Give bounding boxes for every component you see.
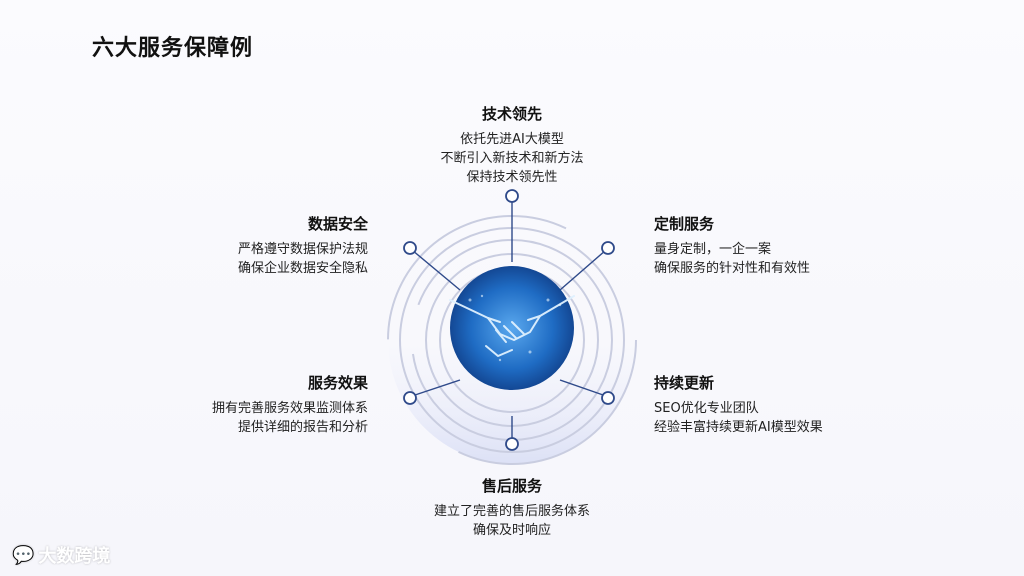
connector-nodes [403,189,615,451]
block-update-line-1: SEO优化专业团队 [654,401,759,416]
block-security-title: 数据安全 [307,215,368,233]
block-custom-line-1: 量身定制，一企一案 [654,242,772,257]
block-aftersales: 售后服务 建立了完善的售后服务体系 确保及时响应 [392,475,632,540]
block-security-line-1: 严格遵守数据保护法规 [237,242,368,257]
node-custom [601,241,615,255]
watermark: 💬 大数跨境 [12,542,110,568]
page-title: 六大服务保障例 [92,36,254,61]
block-security: 数据安全 严格遵守数据保护法规 确保企业数据安全隐私 [170,213,368,278]
block-effect-line-2: 提供详细的报告和分析 [237,420,368,435]
block-update-line-2: 经验丰富持续更新AI模型效果 [654,420,823,435]
block-update: 持续更新 SEO优化专业团队 经验丰富持续更新AI模型效果 [654,372,884,437]
block-tech-line-3: 保持技术领先性 [466,170,558,185]
node-tech [505,189,519,203]
connector-lines [411,200,607,440]
block-effect-line-1: 拥有完善服务效果监测体系 [211,401,368,416]
block-custom-title: 定制服务 [654,215,715,233]
block-update-title: 持续更新 [654,374,715,392]
center-circle [450,266,574,390]
node-effect [403,391,417,405]
block-tech-title: 技术领先 [481,105,542,123]
node-aftersales [505,437,519,451]
node-security [403,241,417,255]
node-update [601,391,615,405]
block-security-line-2: 确保企业数据安全隐私 [237,261,368,276]
block-effect-title: 服务效果 [307,374,368,392]
block-custom: 定制服务 量身定制，一企一案 确保服务的针对性和有效性 [654,213,874,278]
block-tech: 技术领先 依托先进AI大模型 不断引入新技术和新方法 保持技术领先性 [412,103,612,187]
watermark-text: 大数跨境 [38,546,111,567]
handshake-icon [449,295,575,357]
block-tech-line-1: 依托先进AI大模型 [460,132,564,147]
block-effect: 服务效果 拥有完善服务效果监测体系 提供详细的报告和分析 [150,372,368,437]
chat-bubble-icon: 💬 [12,544,35,566]
block-aftersales-line-2: 确保及时响应 [472,523,551,538]
block-aftersales-line-1: 建立了完善的售后服务体系 [433,504,590,519]
block-aftersales-title: 售后服务 [481,477,542,495]
block-custom-line-2: 确保服务的针对性和有效性 [654,261,811,276]
block-tech-line-2: 不断引入新技术和新方法 [440,151,584,166]
